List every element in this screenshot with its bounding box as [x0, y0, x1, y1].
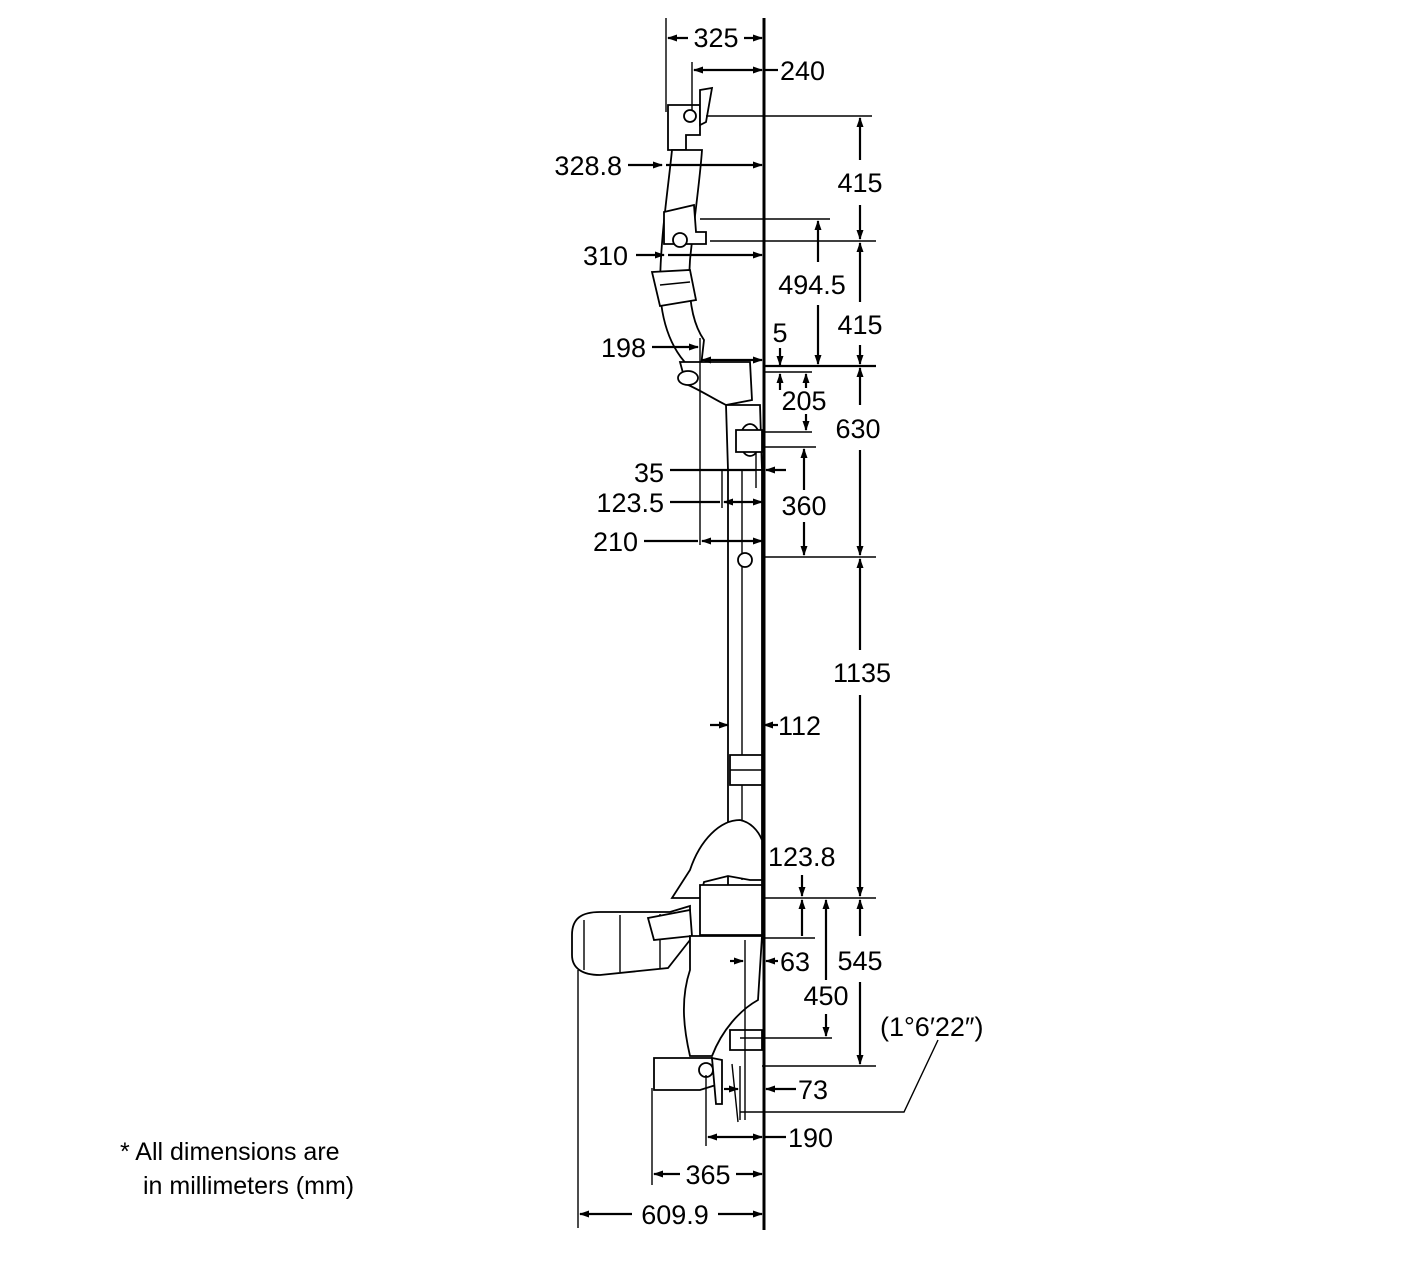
units-note: * All dimensions are in millimeters (mm) [120, 1138, 354, 1200]
dim-198: 198 [601, 333, 763, 545]
dim-630-label: 630 [835, 414, 880, 444]
dim-240: 240 [691, 56, 825, 110]
dim-415-lower-label: 415 [837, 310, 882, 340]
frame-rail-drawing [571, 86, 763, 1105]
dim-5: 5 [764, 318, 812, 390]
dim-63: 63 [730, 940, 810, 1120]
dim-73-label: 73 [798, 1075, 828, 1105]
dim-325-label: 325 [693, 23, 738, 53]
dim-123-5: 123.5 [596, 470, 763, 518]
dim-360-label: 360 [781, 491, 826, 521]
dim-415-upper: 415 [837, 117, 883, 240]
dim-123-8: 123.8 [768, 842, 836, 936]
dim-210-label: 210 [593, 527, 638, 557]
dim-190: 190 [705, 1075, 833, 1153]
dim-450: 450 [803, 899, 849, 1037]
dim-240-label: 240 [780, 56, 825, 86]
dim-63-label: 63 [780, 947, 810, 977]
dim-328-8: 328.8 [554, 151, 763, 181]
dim-360: 360 [781, 448, 827, 556]
dim-205-label: 205 [781, 386, 826, 416]
dim-35: 35 [634, 452, 786, 488]
dim-415-upper-label: 415 [837, 168, 882, 198]
dim-1135: 1135 [833, 558, 891, 897]
dim-angle: (1°6′22″) [731, 1012, 983, 1123]
dim-450-label: 450 [803, 981, 848, 1011]
dim-123-8-label: 123.8 [768, 842, 836, 872]
dim-310-label: 310 [583, 241, 628, 271]
dim-73: 73 [724, 1066, 828, 1120]
dim-545-label: 545 [837, 946, 882, 976]
dim-494-5-label: 494.5 [778, 270, 846, 300]
dim-328-8-label: 328.8 [554, 151, 622, 181]
dim-1135-label: 1135 [833, 658, 891, 688]
dim-609-9-label: 609.9 [641, 1200, 709, 1230]
dim-325: 325 [665, 18, 763, 112]
dim-205: 205 [781, 373, 827, 431]
dim-365: 365 [651, 1088, 763, 1190]
dim-112-label: 112 [778, 711, 821, 741]
ext-lines-right [700, 115, 876, 1067]
dim-630: 630 [835, 367, 881, 556]
dim-365-label: 365 [685, 1160, 730, 1190]
units-note-line-1: * All dimensions are [120, 1138, 340, 1166]
dim-494-5: 494.5 [778, 220, 846, 365]
dim-35-label: 35 [634, 458, 664, 488]
dim-609-9: 609.9 [577, 970, 763, 1230]
dim-198-label: 198 [601, 333, 646, 363]
dim-112: 112 [710, 711, 821, 741]
dim-123-5-label: 123.5 [596, 488, 664, 518]
dim-190-label: 190 [788, 1123, 833, 1153]
dim-310: 310 [583, 241, 763, 271]
dim-210: 210 [593, 527, 763, 557]
units-note-line-2: in millimeters (mm) [143, 1172, 354, 1200]
dim-5-label: 5 [772, 318, 787, 348]
dim-545: 545 [837, 899, 883, 1065]
dim-angle-label: (1°6′22″) [880, 1012, 983, 1042]
dim-415-lower: 415 [837, 242, 883, 365]
